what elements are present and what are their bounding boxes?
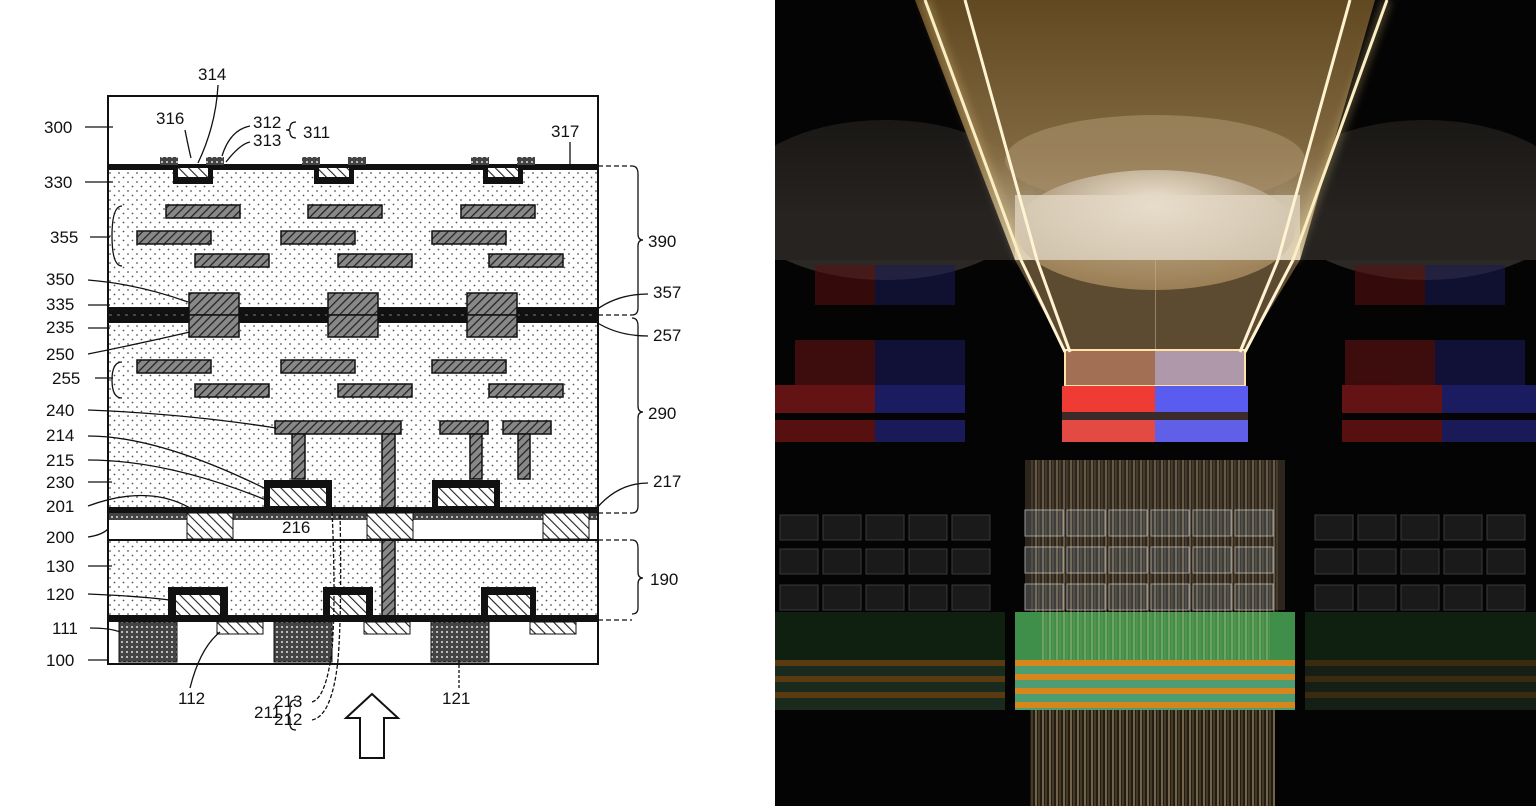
label-355: 355 bbox=[50, 228, 78, 247]
label-230: 230 bbox=[46, 473, 74, 492]
label-316: 316 bbox=[156, 109, 184, 128]
label-211: 211 bbox=[254, 703, 281, 722]
blue-filter bbox=[1155, 386, 1248, 412]
label-111: 111 bbox=[52, 619, 78, 638]
red-filter bbox=[1062, 386, 1155, 412]
label-216: 216 bbox=[282, 518, 310, 537]
top-pads bbox=[160, 157, 535, 184]
label-215: 215 bbox=[46, 451, 74, 470]
light-direction-arrow-icon bbox=[343, 692, 401, 759]
light-rays-exit bbox=[1030, 710, 1275, 806]
label-314: 314 bbox=[198, 65, 226, 84]
label-350: 350 bbox=[46, 270, 74, 289]
patent-cross-section-diagram: 300 330 355 350 335 235 250 255 240 214 … bbox=[44, 65, 682, 759]
label-130: 130 bbox=[46, 557, 74, 576]
label-212: 212 bbox=[274, 710, 302, 729]
label-240: 240 bbox=[46, 401, 74, 420]
label-257: 257 bbox=[653, 326, 681, 345]
label-200: 200 bbox=[46, 528, 74, 547]
label-120: 120 bbox=[46, 585, 74, 604]
label-313: 313 bbox=[253, 131, 281, 150]
label-213: 213 bbox=[274, 692, 302, 711]
label-335: 335 bbox=[46, 295, 74, 314]
label-121: 121 bbox=[442, 689, 470, 708]
label-201: 201 bbox=[46, 497, 74, 516]
label-100: 100 bbox=[46, 651, 74, 670]
label-317: 317 bbox=[551, 122, 579, 141]
label-217: 217 bbox=[653, 472, 681, 491]
sensor-3d-rendering bbox=[775, 0, 1536, 806]
label-235: 235 bbox=[46, 318, 74, 337]
label-330: 330 bbox=[44, 173, 72, 192]
label-357: 357 bbox=[653, 283, 681, 302]
label-255: 255 bbox=[52, 369, 80, 388]
label-190: 190 bbox=[650, 570, 678, 589]
label-112: 112 bbox=[178, 689, 205, 708]
label-312: 312 bbox=[253, 113, 281, 132]
label-250: 250 bbox=[46, 345, 74, 364]
label-311: 311 bbox=[303, 123, 330, 142]
label-214: 214 bbox=[46, 426, 74, 445]
label-300: 300 bbox=[44, 118, 72, 137]
label-390: 390 bbox=[648, 232, 676, 251]
label-290: 290 bbox=[648, 404, 676, 423]
